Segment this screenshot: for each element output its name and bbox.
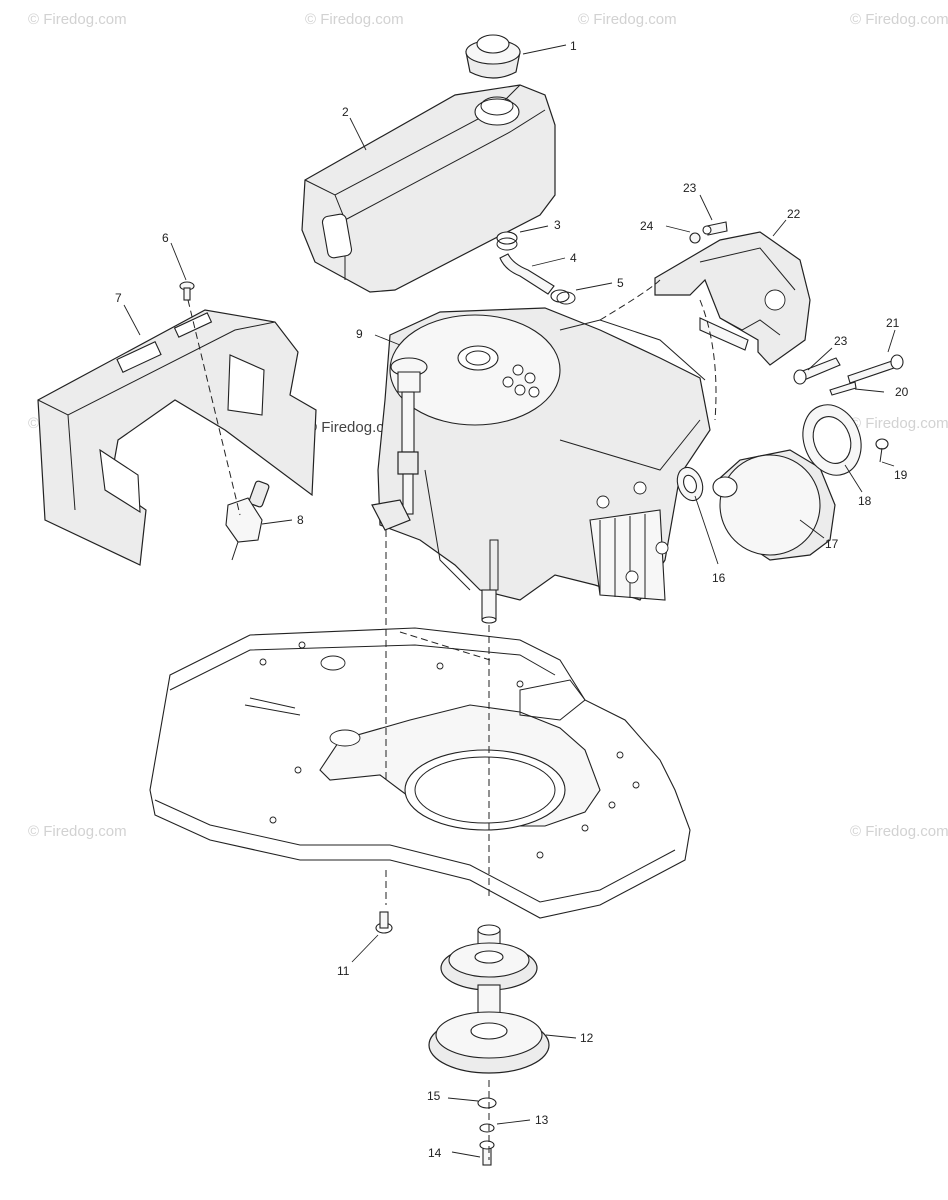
callout-24: 24 <box>640 219 654 233</box>
callout-9: 9 <box>356 327 363 341</box>
callouts: 1 2 3 4 5 6 7 8 9 11 12 13 14 15 16 17 1… <box>115 39 909 1160</box>
callout-18: 18 <box>858 494 872 508</box>
callout-20: 20 <box>895 385 909 399</box>
callout-6: 6 <box>162 231 169 245</box>
callout-3: 3 <box>554 218 561 232</box>
washers-and-bolt <box>477 1097 497 1166</box>
bolts-right <box>793 354 904 396</box>
watermark: © Firedog.com <box>850 415 948 432</box>
callout-5: 5 <box>617 276 624 290</box>
muffler-flange <box>802 404 862 476</box>
fuel-line <box>496 231 576 305</box>
callout-22: 22 <box>787 207 801 221</box>
callout-15: 15 <box>427 1089 441 1103</box>
screws-shield-top <box>689 221 728 244</box>
assembly-lines <box>187 279 717 1160</box>
screw-6 <box>179 281 195 301</box>
heat-shield <box>654 231 811 366</box>
fuel-cap <box>465 34 521 79</box>
watermark: © Firedog.com <box>850 823 948 840</box>
callout-7: 7 <box>115 291 122 305</box>
throttle-control <box>225 480 270 561</box>
callout-8: 8 <box>297 513 304 527</box>
exhaust-gasket <box>676 466 704 502</box>
callout-16: 16 <box>712 571 726 585</box>
callout-19: 19 <box>894 468 908 482</box>
callout-23-top: 23 <box>683 181 697 195</box>
dash-panel <box>37 309 317 566</box>
callout-13: 13 <box>535 1113 549 1127</box>
muffler <box>712 449 836 561</box>
bolt-19 <box>875 438 889 463</box>
watermark: © Firedog.com <box>28 11 127 28</box>
callout-2: 2 <box>342 105 349 119</box>
watermark: © Firedog.com <box>850 11 948 28</box>
watermark: © Firedog.com <box>306 419 405 436</box>
callout-17: 17 <box>825 537 839 551</box>
watermark: © Firedog.com <box>305 11 404 28</box>
callout-1: 1 <box>570 39 577 53</box>
callout-12: 12 <box>580 1031 594 1045</box>
pulleys <box>428 924 550 1074</box>
fuel-tank <box>301 84 556 293</box>
callout-21: 21 <box>886 316 900 330</box>
engine <box>371 307 711 624</box>
callout-23-right: 23 <box>834 334 848 348</box>
watermark: © Firedog.com <box>578 11 677 28</box>
frame-chassis <box>149 627 691 919</box>
callout-14: 14 <box>428 1146 442 1160</box>
watermark: © Firedog.com <box>28 823 127 840</box>
callout-11: 11 <box>337 964 350 978</box>
bolt-11 <box>375 911 393 934</box>
callout-4: 4 <box>570 251 577 265</box>
leader-lines <box>123 44 896 1158</box>
